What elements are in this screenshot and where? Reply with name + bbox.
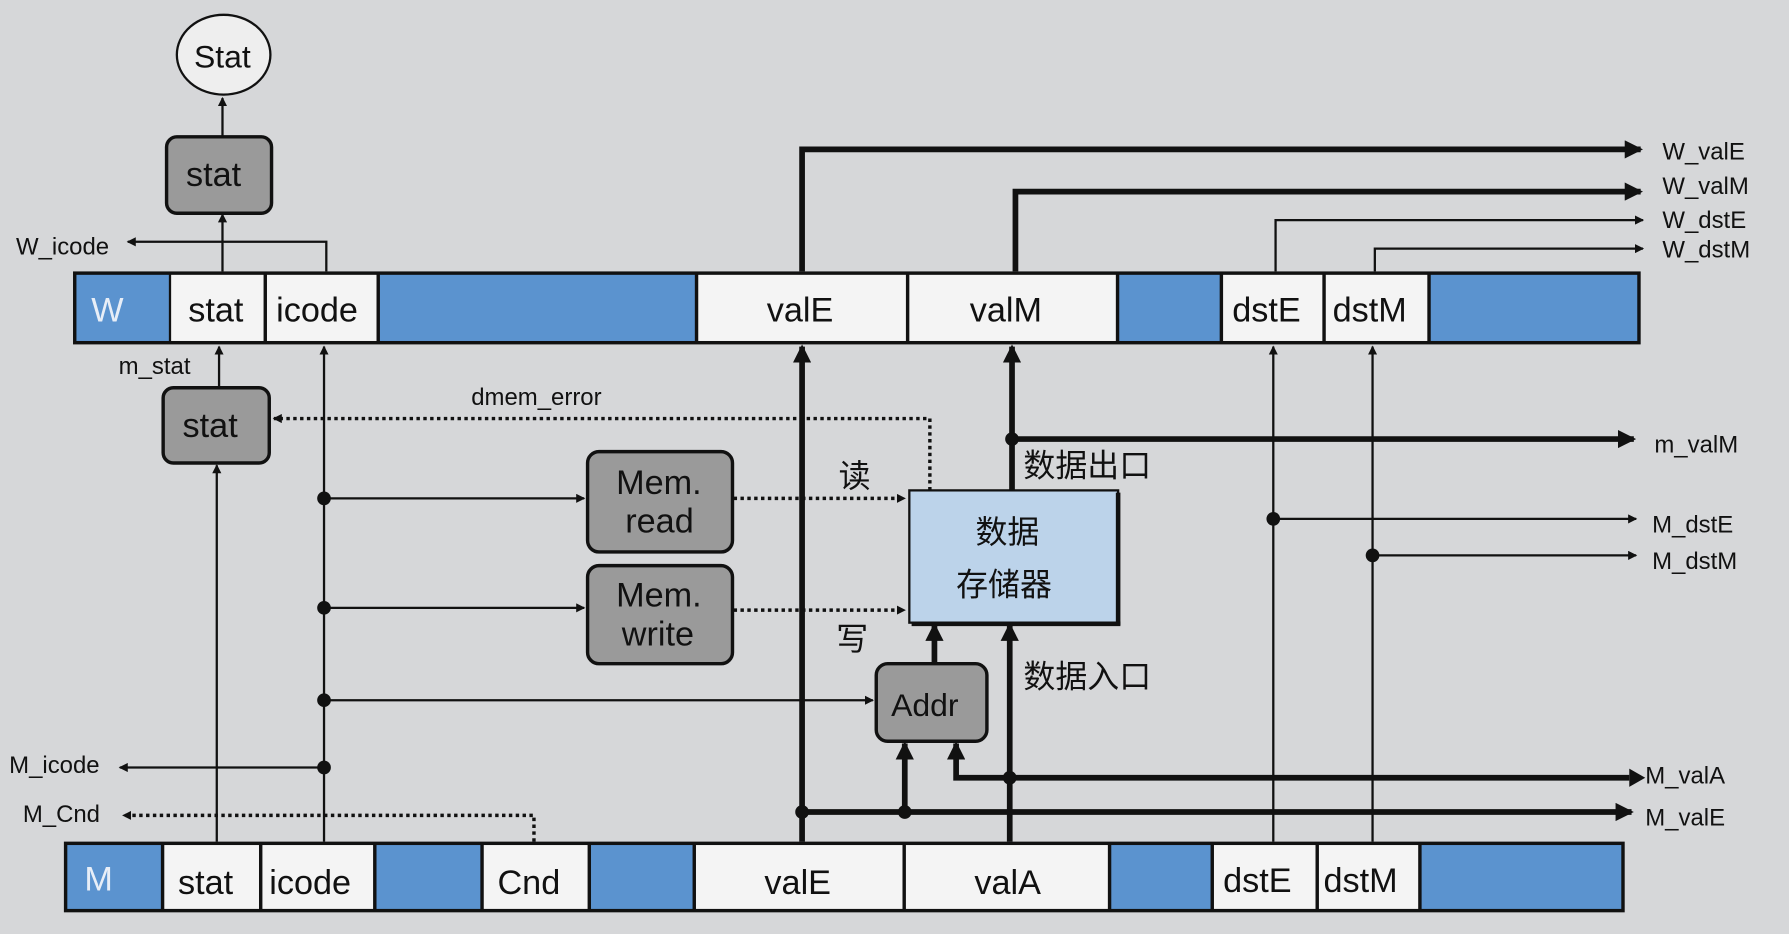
write-label: 写 [836,620,868,658]
m-vala-output-label: M_valA [1645,762,1725,789]
m-vale-field: valE [764,864,831,902]
data-wires [792,140,1646,842]
m-icode-label: M_icode [9,752,100,779]
mem-write-box [585,563,735,666]
m-dstm-output-label: M_dstM [1652,548,1737,575]
m-dste-field: dstE [1223,862,1292,900]
stat-output-ellipse [175,13,272,96]
addr-label: Addr [891,687,959,723]
m-stat-logic-box [161,386,271,465]
m-icode-field: icode [269,864,351,902]
mem-write-label-1: Mem. [616,577,702,615]
w-pipeline-register: W stat icode valE valM dstE dstM [73,271,1641,345]
w-valm-field: valM [970,292,1042,330]
data-memory-label-2: 存储器 [956,565,1052,603]
data-in-label: 数据入口 [1023,658,1151,696]
m-vale-output-label: M_valE [1645,805,1725,832]
w-vale-output-label: W_valE [1662,139,1745,166]
m-stat-logic-label: stat [183,407,239,445]
w-valm-output-label: W_valM [1662,173,1748,200]
m-dste-output-label: M_dstE [1652,512,1733,539]
m-vala-field: valA [974,864,1041,902]
w-dstm-field: dstM [1333,292,1407,330]
w-icode-label: W_icode [16,233,109,260]
m-register-label: M [84,861,113,899]
data-out-label: 数据出口 [1023,447,1151,485]
mem-read-box [585,449,735,554]
data-memory-box [908,489,1120,624]
m-pipeline-register: M stat icode Cnd valE valA dstE dstM [63,841,1625,913]
w-dste-output-label: W_dstE [1662,207,1746,234]
m-stat-field: stat [178,864,234,902]
read-label: 读 [839,457,871,495]
w-vale-field: valE [767,292,834,330]
w-dste-field: dstE [1232,292,1301,330]
mem-write-label-2: write [621,615,694,653]
mem-read-label-2: read [625,503,694,541]
control-wires [118,96,1645,842]
m-cnd-label: M_Cnd [23,801,100,828]
w-stat-logic-label: stat [186,156,242,194]
dotted-control-wires [122,413,932,842]
w-register-label: W [91,292,124,330]
w-dstm-output-label: W_dstM [1662,237,1750,264]
w-stat-field: stat [188,292,244,330]
m-stat-label: m_stat [119,353,191,380]
data-memory-label-1: 数据 [976,513,1040,551]
dmem-error-label: dmem_error [471,384,601,411]
stat-output-label: Stat [194,38,251,74]
w-icode-field: icode [276,292,358,330]
mem-read-label-1: Mem. [616,464,702,502]
m-cnd-field: Cnd [497,864,560,902]
m-dstm-field: dstM [1323,862,1397,900]
m-valm-output-label: m_valM [1654,432,1738,459]
